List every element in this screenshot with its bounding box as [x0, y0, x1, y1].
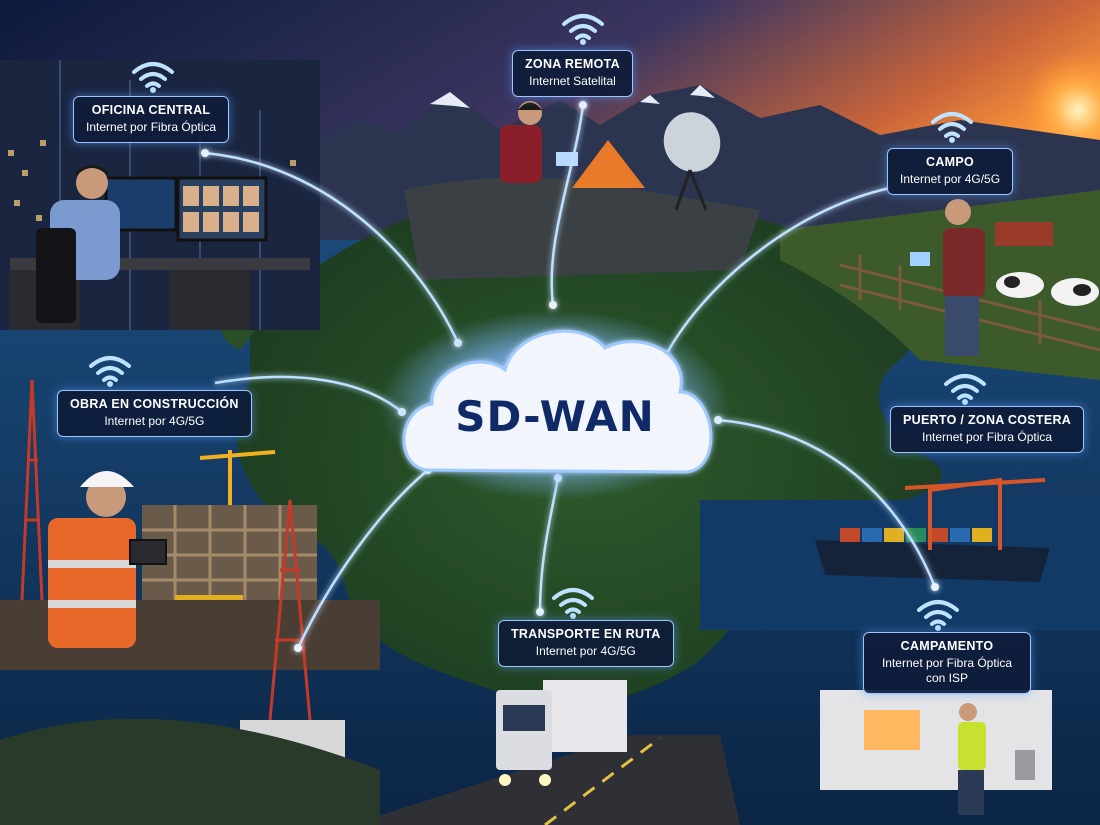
camp-worker [958, 703, 986, 815]
cell-tower-icon [20, 379, 312, 721]
site-title: ZONA REMOTA [525, 57, 620, 71]
wifi-icon [552, 588, 594, 619]
connection-lines [204, 104, 937, 649]
farmer [910, 199, 985, 356]
label-zona-remota: ZONA REMOTA Internet Satelital [512, 50, 633, 97]
container-ship-icon [815, 528, 1050, 582]
label-campo: CAMPO Internet por 4G/5G [887, 148, 1014, 195]
remote-camper [404, 101, 760, 280]
truck-icon [496, 680, 627, 786]
cows [996, 272, 1099, 306]
site-title: OBRA EN CONSTRUCCIÓN [70, 397, 239, 411]
label-transporte-en-ruta: TRANSPORTE EN RUTA Internet por 4G/5G [498, 620, 674, 667]
site-connection: Internet por 4G/5G [900, 172, 1001, 186]
site-connection: Internet por Fibra Óptica con ISP [881, 656, 1013, 685]
construction-worker [48, 471, 167, 648]
site-connection: Internet por 4G/5G [535, 644, 636, 658]
site-title: TRANSPORTE EN RUTA [511, 627, 661, 641]
office-worker [36, 165, 120, 323]
wifi-icon [917, 600, 959, 631]
wifi-icon [944, 374, 986, 405]
site-title: OFICINA CENTRAL [91, 103, 211, 117]
link-campo [663, 186, 891, 358]
farm-house [995, 222, 1053, 246]
port-cranes [904, 477, 1046, 550]
satellite-dish-icon [663, 112, 721, 211]
site-connection: Internet por Fibra Óptica [922, 430, 1053, 444]
label-puerto-zona-costera: PUERTO / ZONA COSTERA Internet por Fibra… [890, 406, 1085, 453]
site-connection: Internet por 4G/5G [104, 414, 205, 428]
wifi-icon [89, 356, 131, 387]
site-title: PUERTO / ZONA COSTERA [903, 413, 1072, 427]
sd-wan-title: SD-WAN [455, 392, 655, 441]
site-connection: Internet Satelital [529, 74, 616, 88]
link-zona-remota [550, 104, 585, 306]
camp-cabin [820, 690, 1052, 790]
label-obra-en-construccion: OBRA EN CONSTRUCCIÓN Internet por 4G/5G [57, 390, 252, 437]
site-title: CAMPAMENTO [900, 639, 994, 653]
link-puerto [717, 418, 937, 588]
link-torre [296, 469, 429, 649]
site-connection: Internet por Fibra Óptica [86, 120, 217, 134]
wifi-icon [562, 14, 604, 45]
link-oficina-central [204, 151, 460, 344]
label-campamento: CAMPAMENTO Internet por Fibra Óptica con… [863, 632, 1031, 694]
wifi-icon [931, 112, 973, 143]
site-title: CAMPO [926, 155, 975, 169]
tent-icon [572, 140, 645, 188]
cloud-icon [402, 329, 713, 474]
label-oficina-central: OFICINA CENTRAL Internet por Fibra Óptic… [73, 96, 230, 143]
wifi-icon [132, 62, 174, 93]
